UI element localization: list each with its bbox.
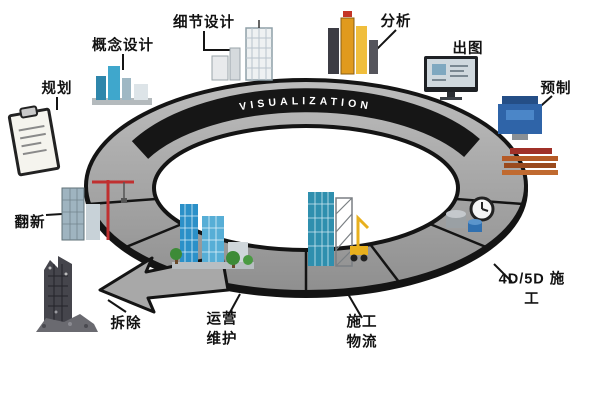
stage-label-planning: 规划 xyxy=(41,80,73,97)
drawing-monitor-illustration xyxy=(424,56,478,100)
stage-label-renovation: 翻新 xyxy=(14,214,46,231)
detail-design-building-illustration xyxy=(211,20,273,81)
concept-buildings-illustration xyxy=(92,66,152,105)
ring-band xyxy=(84,78,528,314)
clipboard-illustration xyxy=(7,105,61,177)
renovation-illustration xyxy=(61,180,134,241)
operation-maintenance-illustration xyxy=(170,204,254,269)
prefabrication-illustration xyxy=(498,96,558,175)
cost-time-illustration xyxy=(446,196,495,232)
stage-label-prefabrication: 预制 xyxy=(540,80,572,97)
stage-label-analysis: 分析 xyxy=(380,13,412,30)
stage-label-concept-design: 概念设计 xyxy=(92,37,154,54)
demolition-illustration xyxy=(36,256,98,332)
visualization-band xyxy=(131,88,480,159)
analysis-servers-illustration xyxy=(328,11,378,75)
stage-label-construction-logistics: 施工 物流 xyxy=(346,314,378,351)
stage-label-detail-design: 细节设计 xyxy=(173,14,235,31)
stage-label-4d5d-construction: 4D/5D 施工 xyxy=(498,271,566,308)
construction-logistics-illustration xyxy=(308,192,370,267)
exit-arrow xyxy=(98,254,230,314)
stage-label-operation-maintenance: 运营 维护 xyxy=(206,311,238,348)
stage-label-drawing-output: 出图 xyxy=(452,40,484,57)
stage-label-demolition: 拆除 xyxy=(110,315,142,332)
